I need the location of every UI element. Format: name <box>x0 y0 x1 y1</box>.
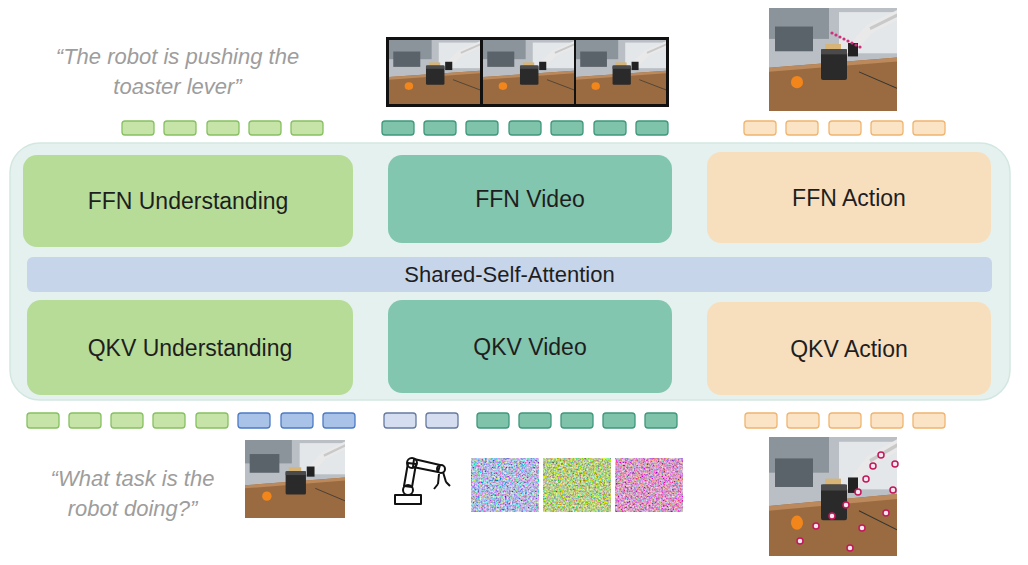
token <box>594 121 626 135</box>
token <box>477 413 509 428</box>
attention-band: Shared-Self-Attention <box>27 257 992 292</box>
noise-frame <box>543 458 611 512</box>
input-image <box>245 440 347 518</box>
robot-link <box>413 459 440 472</box>
waypoint-dot <box>892 461 898 467</box>
token <box>238 413 270 428</box>
token <box>551 121 583 135</box>
trajectory-dot <box>850 41 853 44</box>
token <box>426 413 458 428</box>
node-label: FFN Understanding <box>88 187 289 215</box>
trajectory-dot <box>834 33 837 36</box>
trajectory-dot <box>846 39 849 42</box>
waypoint-dot <box>843 502 849 508</box>
token <box>196 413 228 428</box>
trajectory-dot <box>830 31 833 34</box>
ffn-block: FFN Video <box>388 155 672 243</box>
frame-border <box>386 37 669 107</box>
trajectory-dot <box>838 35 841 38</box>
token <box>603 413 635 428</box>
qkv-block: QKV Action <box>707 302 991 395</box>
token <box>69 413 101 428</box>
node-label: FFN Action <box>792 184 906 212</box>
waypoint-dot <box>829 513 835 519</box>
waypoint-dot <box>883 510 889 516</box>
video-frame <box>389 40 481 104</box>
token <box>871 121 903 135</box>
token <box>829 121 861 135</box>
token <box>281 413 313 428</box>
node-label: QKV Understanding <box>88 334 293 362</box>
waypoint-dots <box>797 452 898 551</box>
token <box>249 121 281 135</box>
token <box>122 121 154 135</box>
waypoint-dot <box>890 487 896 493</box>
model-container <box>10 143 1010 400</box>
token <box>424 121 456 135</box>
ffn-block: FFN Understanding <box>23 155 353 247</box>
token <box>871 413 903 428</box>
trajectory-dot <box>858 45 861 48</box>
waypoint-dot <box>847 545 853 551</box>
token <box>519 413 551 428</box>
trajectory-dot <box>842 37 845 40</box>
token <box>384 413 416 428</box>
video-frame <box>483 40 575 104</box>
node-label: QKV Video <box>473 333 586 361</box>
node-label: FFN Video <box>475 185 585 213</box>
token <box>291 121 323 135</box>
noise-frames <box>471 458 683 512</box>
waypoint-dot <box>813 523 819 529</box>
token <box>111 413 143 428</box>
scene-image <box>769 437 899 556</box>
token <box>636 121 668 135</box>
token <box>27 413 59 428</box>
waypoint-dot <box>878 452 884 458</box>
token <box>787 413 819 428</box>
token <box>913 121 945 135</box>
token <box>164 121 196 135</box>
waypoint-dot <box>859 525 865 531</box>
token <box>207 121 239 135</box>
node-label: QKV Action <box>790 335 908 363</box>
waypoint-dot <box>863 476 869 482</box>
scene-image <box>769 8 899 111</box>
waypoint-dot <box>797 538 803 544</box>
token <box>561 413 593 428</box>
robot-gripper <box>434 472 450 489</box>
video-frames <box>386 37 669 107</box>
noise-frame <box>615 458 683 512</box>
token <box>829 413 861 428</box>
token <box>645 413 677 428</box>
token <box>913 413 945 428</box>
token <box>786 121 818 135</box>
node-label: Shared-Self-Attention <box>404 261 614 289</box>
waypoint-dot <box>870 463 876 469</box>
trajectory-dots <box>830 31 861 48</box>
token <box>382 121 414 135</box>
action-input-image <box>769 437 899 556</box>
token <box>153 413 185 428</box>
qkv-block: QKV Understanding <box>27 300 353 395</box>
token <box>745 413 777 428</box>
video-frame <box>576 40 667 104</box>
token <box>466 121 498 135</box>
action-output-image <box>769 8 899 111</box>
qkv-block: QKV Video <box>388 300 672 393</box>
ffn-block: FFN Action <box>707 152 991 243</box>
token <box>509 121 541 135</box>
prompt-text: “The robot is pushing the toaster lever” <box>30 42 325 102</box>
prompt-text: “What task is the robot doing?” <box>25 464 240 524</box>
waypoint-dot <box>855 489 861 495</box>
trajectory-dot <box>854 43 857 46</box>
robot-base <box>395 495 421 504</box>
robot-arm-icon <box>395 458 450 504</box>
noise-frame <box>471 458 539 512</box>
token <box>323 413 355 428</box>
token <box>744 121 776 135</box>
